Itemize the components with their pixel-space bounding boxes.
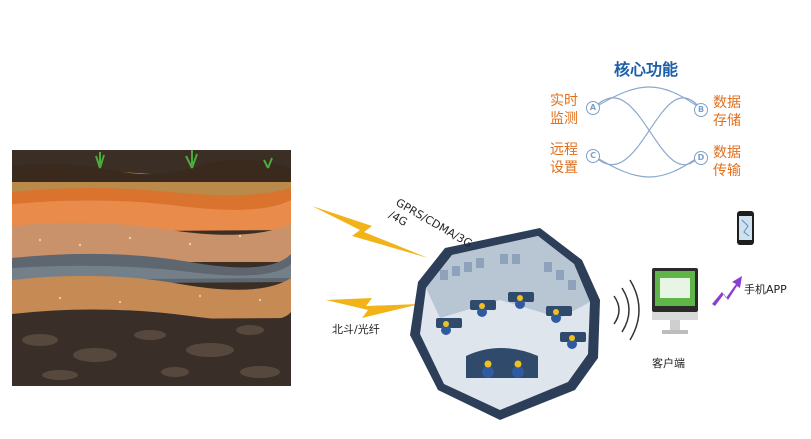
core-functions-title: 核心功能	[614, 60, 679, 79]
feature-node-d: D	[694, 151, 708, 165]
feature-label-realtime-monitoring: 实时 监测	[550, 93, 578, 127]
client-monitor-icon	[652, 268, 698, 334]
feature-node-b: B	[694, 103, 708, 117]
control-room-illustration	[410, 228, 600, 420]
soil-cross-section	[12, 150, 291, 386]
client-label: 客户端	[652, 357, 685, 370]
wireless-signal-icon	[613, 279, 640, 341]
core-function-links	[593, 86, 701, 178]
feature-node-a: A	[586, 101, 600, 115]
upload-signal-arrow-icon	[712, 276, 742, 306]
beidou-fiber-link-label: 北斗/光纤	[332, 323, 380, 336]
mobile-app-label: 手机APP	[744, 283, 787, 296]
grass-icon	[95, 150, 273, 169]
feature-label-data-storage: 数据 存储	[713, 95, 741, 129]
feature-label-remote-settings: 远程 设置	[550, 142, 578, 176]
feature-node-c: C	[586, 149, 600, 163]
lightning-bolt-lower-icon	[326, 298, 420, 318]
lightning-bolt-upper-icon	[312, 206, 428, 258]
mobile-phone-icon	[737, 211, 754, 245]
feature-label-data-transmission: 数据 传输	[713, 145, 741, 179]
